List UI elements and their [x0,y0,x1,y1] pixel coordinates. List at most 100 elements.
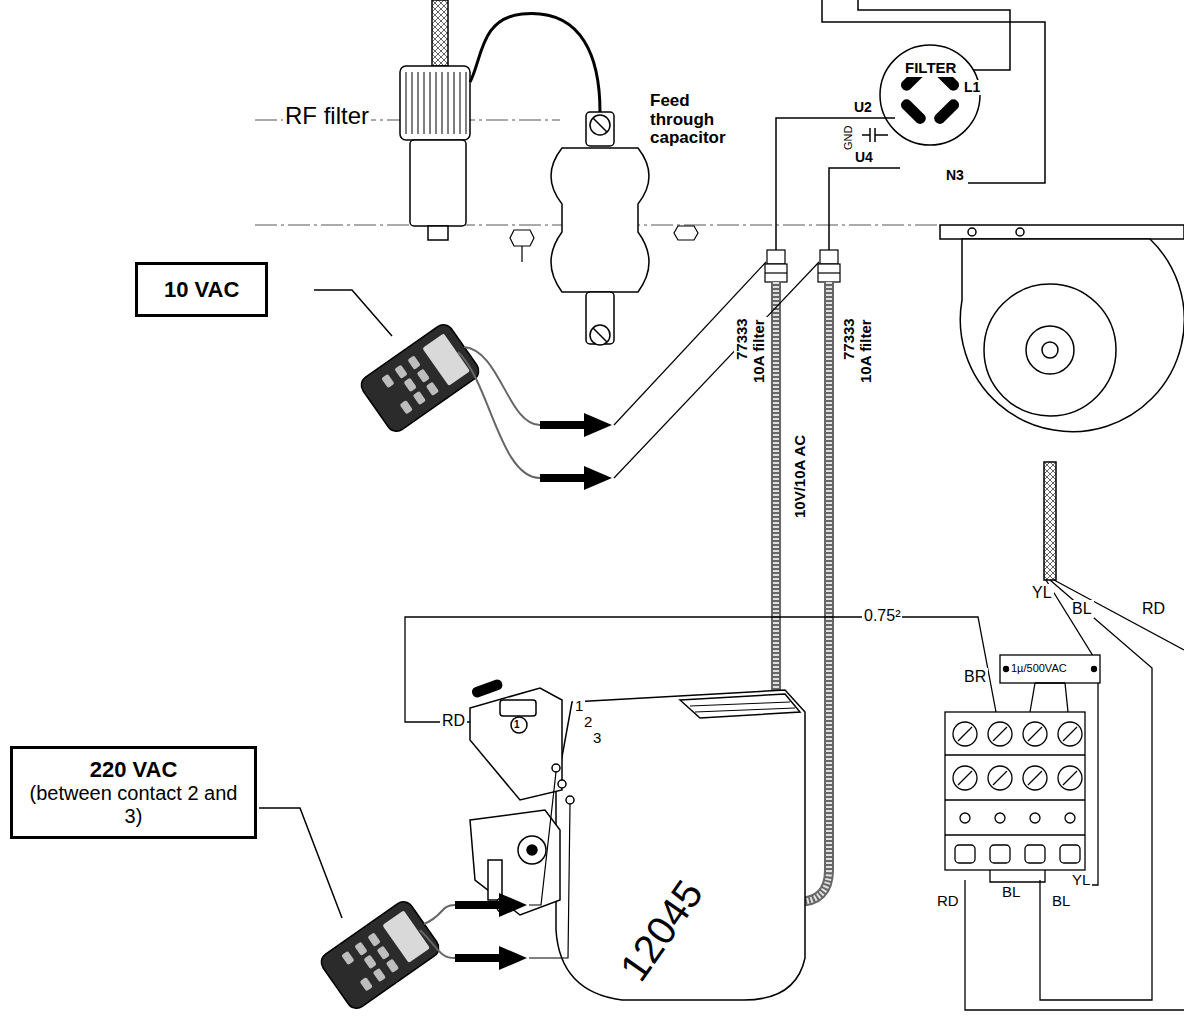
part-name: 10A filter [751,317,768,385]
drawing-circle [995,813,1005,823]
drawing-rect [400,66,470,140]
drawing-rect [940,225,1184,239]
drawing-path [470,810,560,915]
drawing-polyline [990,870,1045,882]
drawing-rect [1000,655,1100,683]
drawing-line [1063,771,1077,785]
terminal-mark: 1 [514,719,520,730]
drawing-circle [1026,326,1074,374]
drawing-circle [1023,722,1047,746]
drawing-line [593,328,607,342]
wire-color: RD [935,893,961,910]
drawing-polygon [510,230,534,246]
callout-heading: 10 VAC [164,277,239,302]
drawing-circle [1004,667,1009,672]
drawing-circle [566,796,574,804]
drawing-use [357,321,482,435]
drawing-circle [1042,342,1058,358]
wire-color: RD [1140,600,1167,618]
drawing-line [993,771,1007,785]
drawing-use [317,898,442,1012]
drawing-rect [472,679,503,698]
drawing-circle [988,766,1012,790]
wire-color: RD [440,712,467,730]
drawing-path [420,930,455,958]
drawing-rect [767,250,785,264]
drawing-polyline [259,808,342,918]
part-name: 10A filter [858,317,875,385]
drawing-path [464,347,540,425]
drawing-line [862,134,870,136]
drawing-circle [590,115,610,135]
nuts [510,226,698,262]
drawing-rect [765,264,787,282]
wire-color: YL [1070,872,1092,889]
drawing-circle [558,780,566,788]
drawing-line [1028,771,1042,785]
part-name: FILTER [903,60,958,77]
wire-size: 0.75² [862,607,902,625]
drawing-line [1028,727,1042,741]
drawing-polyline [829,168,900,250]
contact-number: 2 [582,714,594,731]
terminal-block-drawing [945,712,1085,870]
drawing-line [993,727,1007,741]
drawing-path [551,148,649,292]
drawing-polyline [314,290,392,336]
part-name: Feed through capacitor [648,92,740,148]
drawing-rect [945,712,1085,870]
drawing-line [875,134,888,136]
drawing-line [593,118,607,132]
drawing-rect [1025,845,1045,863]
drawing-rect [455,954,501,962]
wire-color: BL [1050,893,1072,910]
drawing-line [958,771,972,785]
pin-name: N3 [944,168,966,183]
drawing-rect [540,421,586,429]
part-number: 77333 [734,316,751,362]
drawing-circle [527,845,537,855]
drawing-polyline [822,0,1045,183]
part-number: 12045 [610,871,712,991]
feed-through-capacitor-drawing [551,112,649,345]
drawing-rect [818,264,840,282]
drawing-line [869,128,871,142]
drawing-rect [1060,845,1080,863]
drawing-line [1063,727,1077,741]
drawing-path [424,905,455,924]
wire-color: BL [1070,600,1094,618]
drawing-circle [953,766,977,790]
drawing-circle [960,813,970,823]
drawing-rect [455,901,501,909]
drawing-line [614,262,766,425]
drawing-path [960,239,1184,432]
drawing-line [958,727,972,741]
drawing-circle [1016,228,1024,236]
terminal-mark: 1 [499,899,505,910]
drawing-circle [1058,766,1082,790]
drawing-rect [990,845,1010,863]
pin-name: GND [842,124,854,152]
part-number: 77333 [841,316,858,362]
drawing-circle [518,836,546,864]
drawing-circle [953,722,977,746]
drawing-polyline [965,880,1184,1010]
drawing-path [1030,683,1068,712]
wire-color: YL [1030,584,1054,602]
drawing-path [680,694,800,718]
drawing-circle [590,325,610,345]
drawing-rect [820,250,838,264]
pin-name: U4 [853,150,875,165]
drawing-line [945,799,1085,800]
drawing-rect [500,700,536,716]
drawing-rect [955,845,975,863]
drawing-polygon [584,413,612,437]
drawing-circle [984,284,1116,416]
pin-name: U2 [852,100,874,115]
drawing-circle [1092,667,1097,672]
drawing-circle [1023,766,1047,790]
contact-number: 3 [591,730,603,747]
drawing-line [765,272,787,273]
